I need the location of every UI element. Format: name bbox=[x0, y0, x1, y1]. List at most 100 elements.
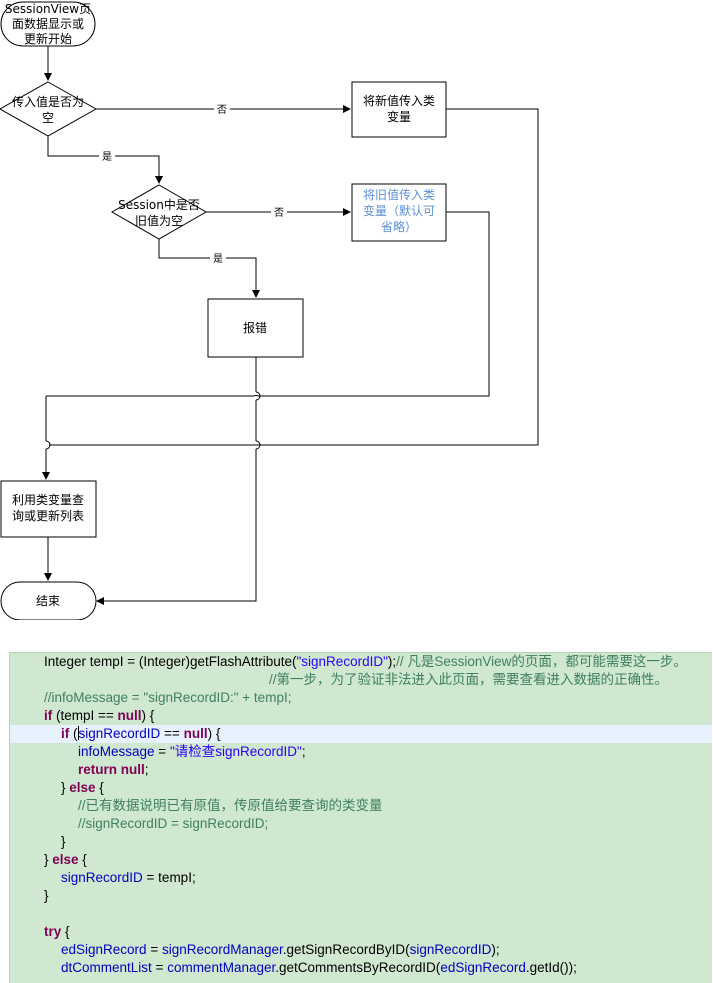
code-line[interactable]: Integer tempI = (Integer)getFlashAttribu… bbox=[10, 653, 712, 671]
code-token: edSignRecord bbox=[440, 960, 526, 975]
code-token: //signRecordID = signRecordID; bbox=[78, 816, 269, 831]
edge-label-yes-1: 是 bbox=[102, 151, 112, 163]
start-node: SessionView页 面数据显示或 更新开始 bbox=[0, 1, 96, 47]
code-line-content: if (tempI == null) { bbox=[44, 707, 154, 725]
code-line[interactable]: //已有数据说明已有原值，传原值给要查询的类变量 bbox=[10, 797, 712, 815]
action-new-line-1: 将新值传入类 bbox=[363, 93, 435, 108]
code-token: { bbox=[61, 924, 70, 939]
end-node: 结束 bbox=[0, 581, 97, 620]
code-line-content: //infoMessage = "signRecordID:" + tempI; bbox=[44, 689, 291, 707]
code-line-content: infoMessage = "请检查signRecordID"; bbox=[78, 743, 306, 761]
code-line[interactable]: } else { bbox=[10, 779, 712, 797]
code-token: null bbox=[183, 726, 208, 741]
code-token: (tempI == bbox=[52, 708, 118, 723]
decision2-node: Session中是否 旧值为空 bbox=[110, 184, 208, 240]
edge-crossover-hop bbox=[253, 394, 259, 397]
decision2-line-1: Session中是否 bbox=[118, 197, 200, 212]
code-token: = tempI; bbox=[142, 870, 196, 885]
edge-old-value-to-query-a bbox=[258, 211, 490, 397]
start-node-line-2: 面数据显示或 bbox=[12, 16, 84, 31]
code-line-content: //第一步，为了验证非法进入此页面，需要查看进入数据的正确性。 bbox=[44, 671, 668, 689]
code-line[interactable]: try { bbox=[10, 923, 712, 941]
code-token: signRecordID bbox=[78, 726, 161, 741]
text-cursor bbox=[77, 726, 79, 740]
edge-label-bg bbox=[271, 205, 287, 219]
code-token: infoMessage bbox=[78, 744, 155, 759]
code-line[interactable]: } bbox=[10, 887, 712, 905]
edge-crossover-hop bbox=[255, 440, 261, 450]
code-token: null bbox=[120, 762, 145, 777]
code-token: .getCommentsByRecordID( bbox=[275, 960, 441, 975]
code-token: //已有数据说明已有原值，传原值给要查询的类变量 bbox=[78, 798, 383, 813]
code-token: try bbox=[44, 924, 62, 939]
edge-decision2-yes bbox=[158, 239, 260, 298]
code-token: ; bbox=[144, 762, 149, 777]
code-line-content: } else { bbox=[61, 779, 104, 797]
code-line-content: if (signRecordID == null) { bbox=[61, 725, 220, 743]
action-old-line-1: 将旧值传入类 bbox=[363, 187, 435, 202]
code-line[interactable] bbox=[10, 905, 712, 923]
code-line[interactable]: return null; bbox=[10, 761, 712, 779]
code-line-content: } bbox=[61, 833, 66, 851]
code-token: .getSignRecordByID( bbox=[282, 942, 410, 957]
code-token: { bbox=[78, 852, 87, 867]
code-line[interactable]: dtCommentList = commentManager.getCommen… bbox=[10, 959, 712, 977]
code-line-content: dtCommentList = commentManager.getCommen… bbox=[61, 959, 577, 977]
action-old-line-3: 省略） bbox=[381, 219, 417, 234]
code-token: else bbox=[52, 852, 79, 867]
code-line[interactable]: //signRecordID = signRecordID; bbox=[10, 815, 712, 833]
code-line[interactable]: //第一步，为了验证非法进入此页面，需要查看进入数据的正确性。 bbox=[10, 671, 712, 689]
code-token: null bbox=[117, 708, 142, 723]
query-line-1: 利用类变量查 bbox=[12, 492, 84, 507]
code-token: } bbox=[44, 852, 53, 867]
code-line[interactable]: } else { bbox=[10, 851, 712, 869]
code-token: signRecordID bbox=[409, 942, 492, 957]
code-token: == bbox=[160, 726, 184, 741]
edge-label-no-1: 否 bbox=[217, 104, 227, 116]
code-line-content: } else { bbox=[44, 851, 87, 869]
code-token: ); bbox=[491, 942, 500, 957]
code-line[interactable]: edSignRecord = signRecordManager.getSign… bbox=[10, 941, 712, 959]
start-node-line-3: 更新开始 bbox=[24, 31, 72, 46]
code-token: Integer tempI = (Integer)getFlashAttribu… bbox=[44, 654, 297, 669]
code-token: = bbox=[146, 942, 162, 957]
code-line[interactable]: } bbox=[10, 833, 712, 851]
code-line[interactable]: if (tempI == null) { bbox=[10, 707, 712, 725]
error-node: 报错 bbox=[207, 298, 304, 358]
edge-label-bg bbox=[214, 102, 230, 116]
edge-error-to-end-c bbox=[96, 449, 257, 605]
code-token: commentManager bbox=[167, 960, 276, 975]
action-old-line-2: 变量（默认可 bbox=[363, 203, 435, 218]
flowchart: SessionView页 面数据显示或 更新开始 传入值是否为 空 否 将新值传… bbox=[0, 1, 539, 620]
code-line[interactable]: signRecordID = tempI; bbox=[10, 869, 712, 887]
code-token: .getId()); bbox=[525, 960, 577, 975]
edge-label-bg bbox=[99, 149, 115, 163]
code-editor[interactable]: Integer tempI = (Integer)getFlashAttribu… bbox=[9, 652, 712, 983]
code-token: { bbox=[95, 780, 104, 795]
start-node-line-1: SessionView页 bbox=[5, 2, 91, 16]
edge-label-no-2: 否 bbox=[274, 207, 284, 219]
edge-new-value-to-query bbox=[49, 108, 539, 446]
code-token: signRecordManager bbox=[161, 942, 283, 957]
code-line-content: } bbox=[44, 887, 49, 905]
query-node: 利用类变量查 询或更新列表 bbox=[0, 480, 97, 538]
error-line-1: 报错 bbox=[243, 320, 267, 335]
code-line-content: Integer tempI = (Integer)getFlashAttribu… bbox=[44, 653, 687, 671]
code-line-content: return null; bbox=[78, 761, 149, 779]
edge-label-yes-2: 是 bbox=[213, 253, 223, 265]
code-line[interactable]: if (signRecordID == null) { bbox=[10, 725, 712, 743]
code-line[interactable]: //infoMessage = "signRecordID:" + tempI; bbox=[10, 689, 712, 707]
code-token: } bbox=[44, 888, 49, 903]
end-line-1: 结束 bbox=[36, 594, 60, 608]
code-token: "signRecordID" bbox=[296, 654, 388, 669]
action-old-value-node: 将旧值传入类 变量（默认可 省略） bbox=[351, 183, 447, 242]
code-token: if bbox=[44, 708, 53, 723]
code-token: = bbox=[154, 744, 170, 759]
code-line-content: //signRecordID = signRecordID; bbox=[78, 815, 268, 833]
code-token: // 凡是SessionView的页面，都可能需要这一步。 bbox=[396, 654, 687, 669]
code-line-content: try { bbox=[44, 923, 70, 941]
code-line[interactable]: infoMessage = "请检查signRecordID"; bbox=[10, 743, 712, 761]
edge-crossover-hop bbox=[45, 440, 51, 450]
action-new-line-2: 变量 bbox=[387, 109, 411, 124]
code-line-content: signRecordID = tempI; bbox=[61, 869, 196, 887]
